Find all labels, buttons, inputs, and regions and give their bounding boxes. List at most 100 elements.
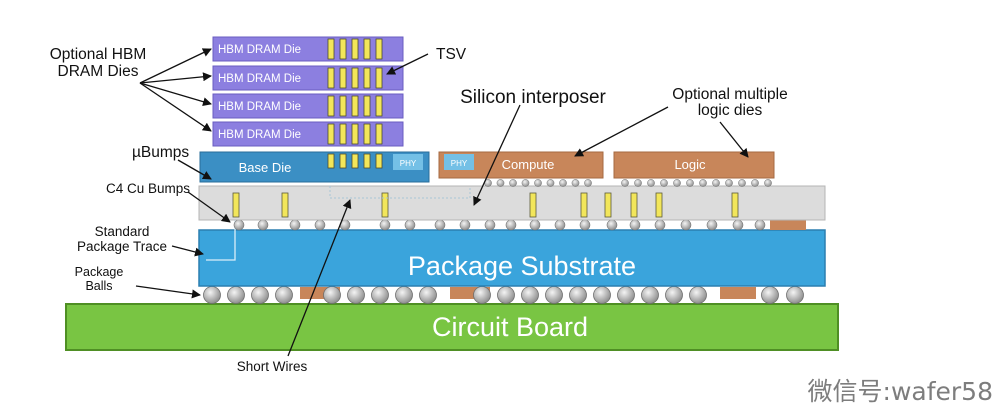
c4-bump: [289, 219, 301, 231]
c4-bump: [233, 219, 245, 231]
interposer-via: [281, 192, 289, 218]
micro-bump: [738, 179, 746, 187]
c4-bump: [579, 219, 591, 231]
hbm-dram-die-label: HBM DRAM Die: [218, 73, 301, 85]
base-die-label: Base Die: [239, 160, 292, 175]
package-ball: [761, 286, 779, 304]
package-ball: [569, 286, 587, 304]
tsv-columns: [327, 38, 383, 169]
tsv-label: TSV: [436, 46, 467, 63]
base-die-phy: [393, 154, 423, 170]
c4-bump: [606, 219, 618, 231]
package-ball: [497, 286, 515, 304]
hbm-stack: HBM DRAM Die HBM DRAM Die HBM DRAM Die H…: [212, 36, 404, 147]
standard-package-trace: [206, 214, 236, 261]
package-ball: [227, 286, 245, 304]
c4-bump: [629, 219, 641, 231]
package-ball: [275, 286, 293, 304]
package-ball: [593, 286, 611, 304]
tsv: [363, 123, 371, 145]
c4-bump: [379, 219, 391, 231]
c4-bump: [257, 219, 269, 231]
optional-logic-label: logic dies: [698, 102, 763, 119]
tsv: [327, 67, 335, 89]
interposer-vias: [232, 192, 739, 218]
interposer-via: [655, 192, 663, 218]
short-wires-label: Short Wires: [237, 359, 308, 374]
micro-bump: [559, 179, 567, 187]
micro-bump: [647, 179, 655, 187]
tsv: [327, 153, 335, 169]
hbm-dram-die-label: HBM DRAM Die: [218, 101, 301, 113]
compute-die-phy: [444, 154, 474, 170]
package-ball: [323, 286, 341, 304]
watermark: 微信号:wafer58: [808, 377, 993, 406]
c4-bump: [434, 219, 446, 231]
micro-bump: [584, 179, 592, 187]
c4-bump: [459, 219, 471, 231]
c4-bump: [754, 219, 766, 231]
micro-bump: [521, 179, 530, 187]
micro-bump: [764, 179, 772, 187]
silicon-interposer-label: Silicon interposer: [460, 87, 606, 108]
tsv: [375, 153, 383, 169]
micro-bump: [712, 179, 720, 187]
tsv: [375, 67, 383, 89]
tsv: [375, 95, 383, 117]
tsv: [339, 38, 347, 60]
tsv: [339, 67, 347, 89]
micro-bump: [621, 179, 629, 187]
interposer-via: [630, 192, 638, 218]
optional-logic-label: Optional multiple: [672, 86, 787, 103]
c4-bump: [732, 219, 744, 231]
interposer-via: [604, 192, 612, 218]
optional-hbm-label: DRAM Dies: [58, 63, 139, 80]
c4-bump: [706, 219, 718, 231]
tsv: [375, 123, 383, 145]
c4-bump: [680, 219, 692, 231]
interposer-via: [381, 192, 389, 218]
tsv: [339, 95, 347, 117]
tsv: [339, 123, 347, 145]
micro-bump: [673, 179, 681, 187]
tsv: [363, 153, 371, 169]
c4-bumps-label: C4 Cu Bumps: [106, 181, 190, 196]
tsv: [375, 38, 383, 60]
tsv: [363, 38, 371, 60]
package-substrate-label: Package Substrate: [408, 251, 636, 281]
tsv: [363, 95, 371, 117]
optional-hbm-label: Optional HBM: [50, 46, 146, 63]
micro-bump: [509, 179, 517, 187]
micro-bump: [546, 179, 555, 187]
package-balls-label: Balls: [85, 279, 112, 293]
tsv: [339, 153, 347, 169]
package-ball: [786, 286, 804, 304]
package-ball: [347, 286, 365, 304]
c4-bump: [404, 219, 416, 231]
package-ball: [545, 286, 563, 304]
c4-cu-bumps: [233, 219, 766, 231]
interposer-via: [529, 192, 537, 218]
tsv: [351, 67, 359, 89]
package-ball: [395, 286, 413, 304]
package-ball: [203, 286, 221, 304]
tsv: [327, 95, 335, 117]
micro-bump: [725, 179, 733, 187]
logic-die-label: Logic: [674, 157, 706, 172]
circuit-board-label: Circuit Board: [432, 312, 588, 342]
package-ball: [689, 286, 707, 304]
hbm-dram-die: [212, 36, 404, 62]
hbm-dram-die: [212, 65, 404, 91]
package-ball: [419, 286, 437, 304]
tsv: [363, 67, 371, 89]
package-ball: [617, 286, 635, 304]
package-ball: [251, 286, 269, 304]
c4-bump: [529, 219, 541, 231]
package-substrate: [198, 229, 826, 287]
package-ball: [371, 286, 389, 304]
c4-bump: [484, 219, 496, 231]
circuit-board: [65, 303, 839, 351]
callout-arrows: [135, 48, 749, 357]
micro-bump: [496, 179, 505, 187]
tsv: [351, 153, 359, 169]
